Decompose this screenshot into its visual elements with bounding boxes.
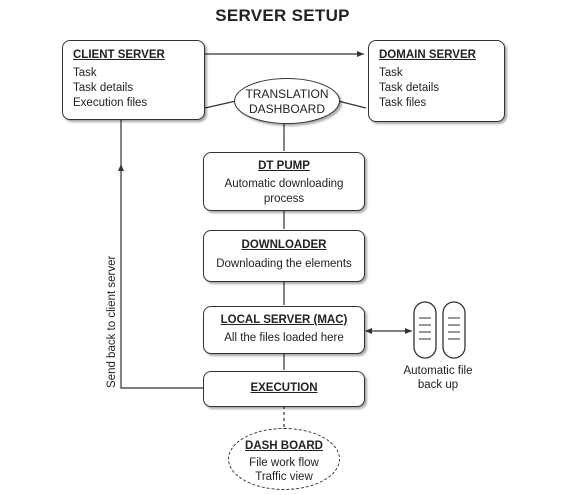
backup-label-line: Automatic file — [403, 365, 473, 377]
client-server-heading: CLIENT SERVER — [73, 49, 165, 61]
domain-server-heading: DOMAIN SERVER — [379, 49, 476, 61]
local-server-heading: LOCAL SERVER (MAC) — [220, 314, 348, 326]
dash-board-heading: DASH BOARD — [245, 440, 323, 452]
client-server-item: Task — [73, 67, 97, 79]
domain-server-box: DOMAIN SERVER Task Task details Task fil… — [368, 40, 505, 122]
backup-label-line: back up — [417, 379, 459, 391]
domain-server-item: Task files — [379, 97, 427, 109]
domain-server-item: Task — [379, 67, 403, 79]
client-server-item: Execution files — [73, 97, 148, 109]
dt-pump-box: DT PUMP Automatic downloading process — [203, 152, 365, 211]
client-server-box: CLIENT SERVER Task Task details Executio… — [62, 40, 205, 120]
translation-to-domain-line — [337, 100, 367, 109]
backup-storage-icon — [413, 301, 466, 359]
dt-pump-text: process — [263, 193, 305, 205]
downloader-text: Downloading the elements — [216, 258, 352, 270]
client-to-translation-line — [204, 100, 237, 109]
downloader-heading: DOWNLOADER — [241, 239, 327, 251]
translation-dashboard-line: DASHBOARD — [248, 102, 325, 116]
diagram-title: SERVER SETUP — [215, 6, 350, 25]
translation-dashboard-node: TRANSLATION DASHBOARD — [234, 78, 340, 124]
domain-server-item: Task details — [379, 82, 440, 94]
send-back-arrow — [118, 164, 204, 389]
translation-dashboard-line: TRANSLATION — [245, 87, 329, 101]
send-back-label: Send back to client server — [106, 255, 118, 388]
dt-pump-text: Automatic downloading — [224, 178, 344, 190]
dash-board-node: DASH BOARD File work flow Traffic view — [228, 428, 340, 490]
dash-board-text: File work flow — [249, 457, 319, 469]
execution-heading: EXECUTION — [250, 382, 318, 394]
execution-box: EXECUTION — [203, 371, 365, 407]
local-server-text: All the files loaded here — [224, 332, 344, 344]
local-server-box: LOCAL SERVER (MAC) All the files loaded … — [203, 306, 365, 354]
dash-board-text: Traffic view — [255, 471, 313, 483]
backup-label: Automatic file back up — [392, 364, 484, 392]
downloader-box: DOWNLOADER Downloading the elements — [203, 230, 365, 282]
client-server-item: Task details — [73, 82, 134, 94]
dt-pump-heading: DT PUMP — [258, 160, 310, 172]
